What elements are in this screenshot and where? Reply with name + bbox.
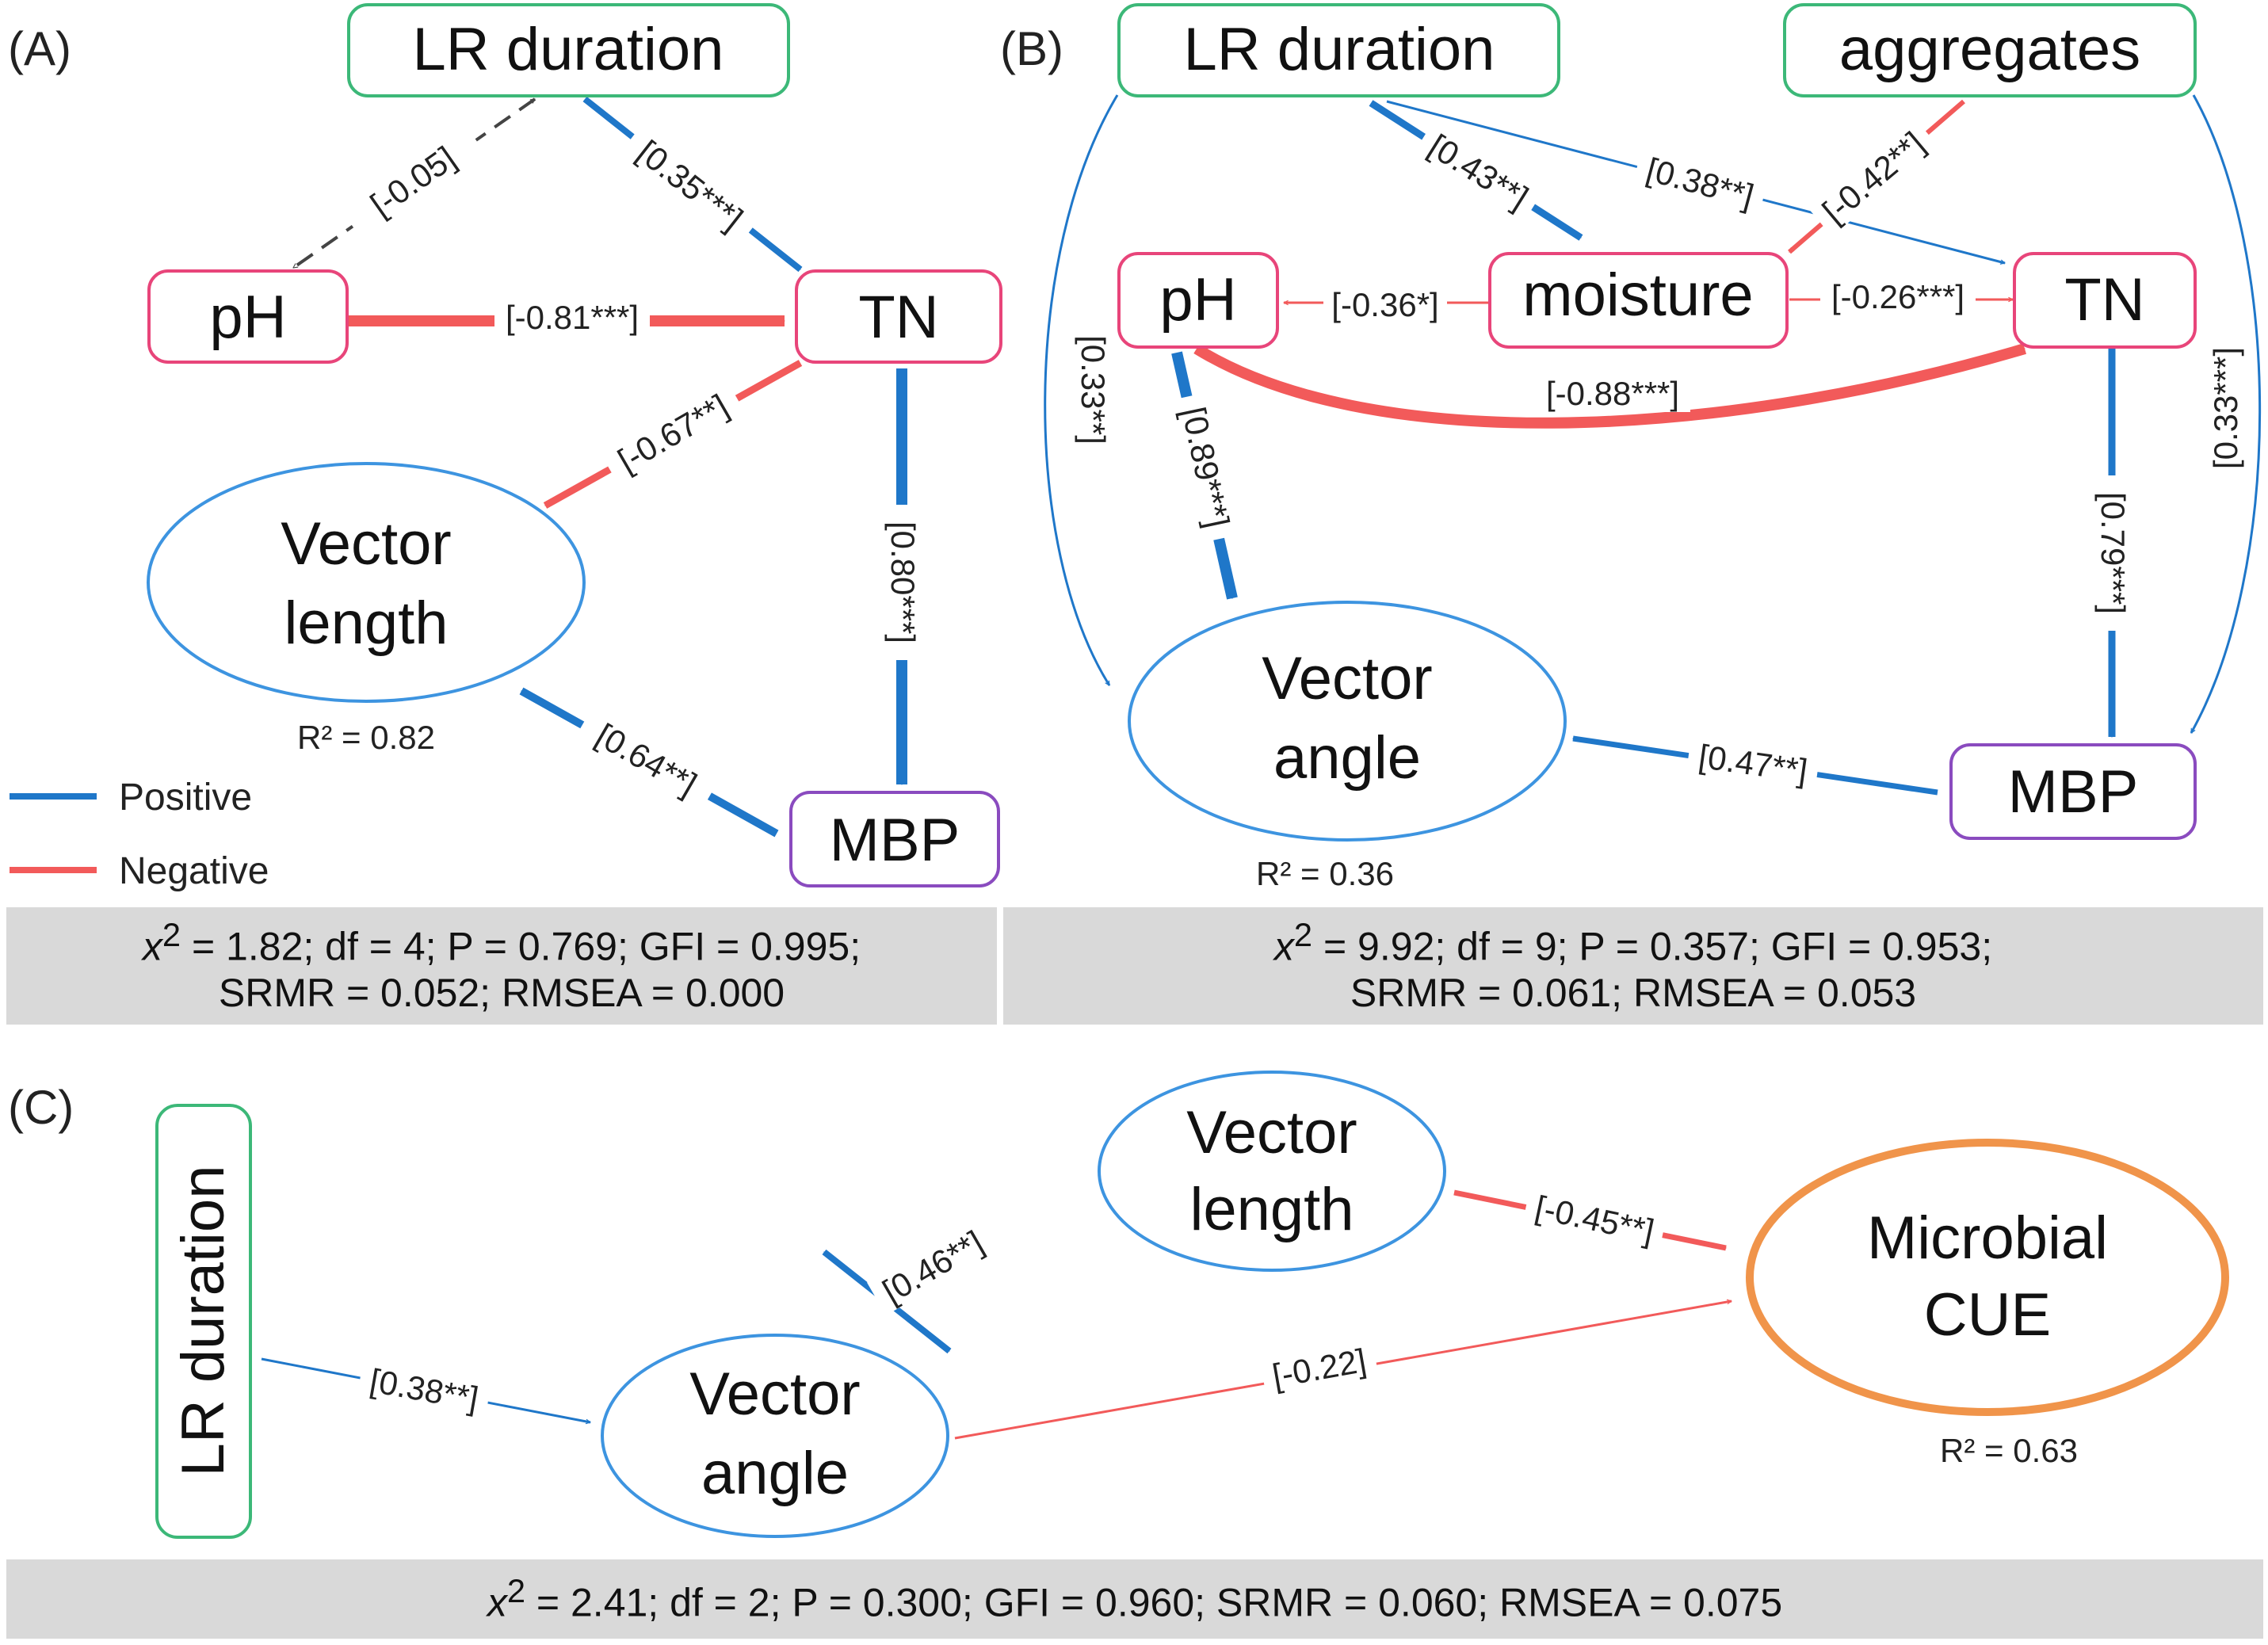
svg-text:moisture: moisture (1522, 261, 1753, 329)
svg-text:MBP: MBP (2008, 758, 2139, 826)
node-c-vector-angle: Vector angle (601, 1334, 949, 1538)
node-a-vector-length: Vector length (147, 462, 586, 703)
node-c-lr-duration: LR duration (155, 1104, 252, 1539)
edge-label-c-vl-va: [0.46**] (876, 1223, 990, 1311)
edge-b-ph-tn (1193, 343, 2026, 429)
edge-label-b-agg-moist: [-0.42**] (1816, 124, 1931, 231)
svg-text:Vector: Vector (689, 1361, 860, 1428)
svg-text:LR duration: LR duration (1184, 16, 1495, 83)
svg-text:length: length (284, 590, 448, 657)
legend-positive-label: Positive (119, 777, 252, 819)
fit-a-line2: SRMR = 0.052; RMSEA = 0.000 (218, 971, 785, 1016)
svg-text:TN: TN (2064, 266, 2144, 334)
fit-box-c: x2 = 2.41; df = 2; P = 0.300; GFI = 0.96… (6, 1559, 2263, 1639)
node-b-moisture: moisture (1488, 252, 1789, 349)
edge-label-b-agg-mbp: [0.33***] (2207, 347, 2244, 469)
node-b-vector-angle: Vector angle (1128, 601, 1567, 842)
svg-text:angle: angle (701, 1440, 849, 1507)
node-c-vector-length: Vector length (1098, 1071, 1446, 1272)
fit-box-a: x2 = 1.82; df = 4; P = 0.769; GFI = 0.99… (6, 907, 997, 1025)
node-b-aggregates: aggregates (1783, 3, 2197, 97)
node-a-ph: pH (147, 269, 349, 364)
edge-label-c-lr-va: [0.38**] (367, 1361, 481, 1417)
fit-b-line1-text: = 9.92; df = 9; P = 0.357; GFI = 0.953; (1323, 924, 1993, 969)
fit-a-line1-text: = 1.82; df = 4; P = 0.769; GFI = 0.995; (191, 924, 861, 969)
svg-text:CUE: CUE (1924, 1281, 2051, 1349)
svg-text:angle: angle (1273, 724, 1421, 792)
edge-label-b-lr-tn: [0.38**] (1643, 151, 1758, 215)
node-b-mbp: MBP (1949, 743, 2197, 840)
edge-label-b-lr-va: [0.33**] (1075, 335, 1112, 445)
edge-label-c-va-cue: [-0.22] (1270, 1342, 1369, 1395)
svg-text:Vector: Vector (281, 510, 451, 578)
fit-c-line1-text: = 2.41; df = 2; P = 0.300; GFI = 0.960; … (536, 1580, 1783, 1625)
edge-label-b-lr-moist: [0.43**] (1422, 127, 1535, 216)
svg-text:length: length (1189, 1176, 1354, 1243)
edge-label-a-tn-mbp: [0.80***] (884, 521, 922, 643)
svg-text:LR duration: LR duration (413, 16, 724, 83)
node-b-ph: pH (1117, 252, 1279, 349)
node-a-mbp: MBP (789, 791, 1000, 887)
edge-label-a-mbp-vl: [0.64**] (590, 716, 703, 803)
legend-negative-label: Negative (119, 850, 269, 892)
r2-b: R² = 0.36 (1256, 855, 1394, 892)
svg-text:Vector: Vector (1186, 1099, 1357, 1166)
node-a-tn: TN (795, 269, 1002, 364)
edge-label-a-lr-tn: [0.35***] (631, 133, 750, 238)
fit-a-line1: x2 = 1.82; df = 4; P = 0.769; GFI = 0.99… (142, 915, 861, 969)
svg-text:TN: TN (858, 284, 938, 351)
edge-a-lr-ph (292, 97, 536, 269)
panel-label-a: (A) (8, 22, 71, 75)
svg-text:LR duration: LR duration (170, 1166, 237, 1477)
panel-label-c: (C) (8, 1081, 74, 1134)
svg-text:aggregates: aggregates (1839, 16, 2140, 83)
fit-b-line2: SRMR = 0.061; RMSEA = 0.053 (1350, 971, 1917, 1016)
edge-label-b-mbp-va: [0.47**] (1697, 738, 1810, 790)
svg-text:pH: pH (1159, 266, 1236, 334)
edge-label-b-ph-va: [0.89***] (1174, 403, 1236, 531)
edge-label-a-lr-ph: [-0.05] (364, 139, 463, 223)
edge-label-b-moist-ph: [-0.36*] (1331, 286, 1438, 323)
edge-label-b-moist-tn: [-0.26***] (1831, 278, 1964, 315)
edge-label-a-tn-vl: [-0.67**] (612, 387, 735, 479)
edge-label-b-ph-tn: [-0.88***] (1546, 375, 1679, 412)
fit-box-b: x2 = 9.92; df = 9; P = 0.357; GFI = 0.95… (1003, 907, 2263, 1025)
node-b-lr-duration: LR duration (1117, 3, 1560, 97)
edge-label-c-vl-cue: [-0.45**] (1532, 1189, 1657, 1250)
svg-text:Microbial: Microbial (1867, 1204, 2108, 1272)
edge-label-a-ph-tn: [-0.81***] (506, 299, 639, 336)
edge-b-agg-mbp (2190, 94, 2262, 733)
svg-text:pH: pH (209, 284, 286, 351)
fit-b-line1: x2 = 9.92; df = 9; P = 0.357; GFI = 0.95… (1273, 915, 1993, 969)
r2-a: R² = 0.82 (297, 719, 435, 756)
node-b-tn: TN (2013, 252, 2197, 349)
svg-text:Vector: Vector (1262, 645, 1432, 712)
node-a-lr-duration: LR duration (347, 3, 790, 97)
edge-label-b-tn-mbp: [0.79***] (2094, 492, 2132, 614)
panel-label-b: (B) (1000, 22, 1063, 75)
r2-c: R² = 0.63 (1940, 1432, 2078, 1469)
edge-b-lr-va (1044, 94, 1119, 685)
svg-text:MBP: MBP (830, 807, 960, 874)
fit-c-line1: x2 = 2.41; df = 2; P = 0.300; GFI = 0.96… (487, 1572, 1783, 1625)
node-c-microbial-cue: Microbial CUE (1746, 1139, 2229, 1416)
